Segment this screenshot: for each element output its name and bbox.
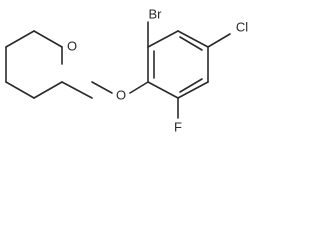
tetrahydropyran-ring — [5, 30, 93, 99]
ring-bond-7 — [33, 81, 63, 99]
ether-oxygen-label: O — [116, 88, 126, 103]
benzene-ring — [147, 30, 209, 99]
benzene-double-2 — [179, 36, 203, 51]
ring-bond-4 — [61, 81, 93, 99]
fluorine-label: F — [174, 120, 182, 135]
structure-diagram: O O Br Cl F — [0, 0, 257, 137]
bromine-label: Br — [149, 7, 163, 22]
bond-c-o-ether — [91, 81, 113, 94]
bond-c-cl — [207, 33, 231, 48]
bond-o-aryl — [129, 81, 149, 94]
benzene-bond-3 — [177, 30, 209, 48]
ring-bond-1 — [5, 30, 35, 48]
ring-bond-6 — [5, 81, 35, 99]
benzene-bond-5 — [177, 81, 209, 99]
benzene-bond-2 — [147, 30, 179, 48]
molecule-drawing: O O Br Cl F — [5, 7, 248, 135]
benzene-bond-6 — [147, 81, 179, 99]
chlorine-label: Cl — [236, 20, 248, 35]
ring-bond-2 — [33, 30, 63, 48]
ring-oxygen-label: O — [67, 39, 77, 54]
benzene-double-3 — [179, 78, 203, 93]
